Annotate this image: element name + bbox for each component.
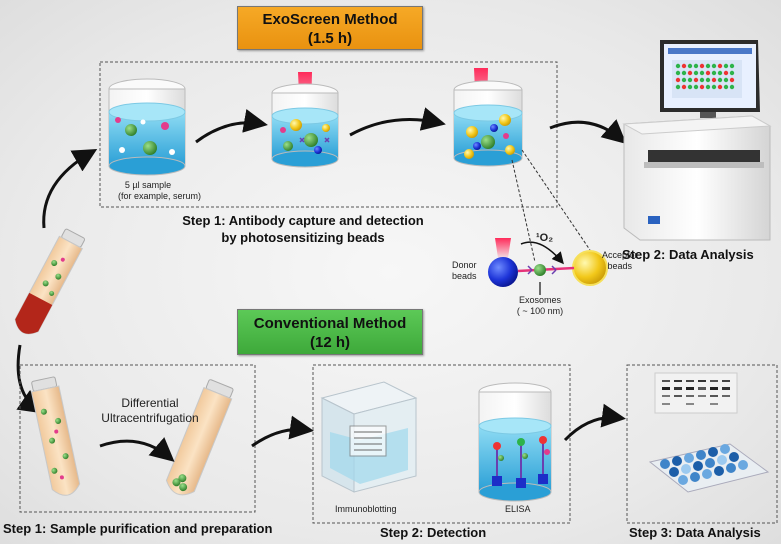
bead-inset — [488, 238, 608, 295]
exo-step2-label: Step 2: Data Analysis — [622, 247, 754, 262]
donor-label-line2: beads — [452, 271, 477, 281]
acceptor-beads-label: Acceptor beads — [602, 250, 638, 272]
purification-tube-1 — [30, 376, 81, 496]
sample-cylinder — [108, 78, 186, 176]
donor-label-line1: Donor — [452, 260, 477, 270]
immunoblotting-label: Immunoblotting — [335, 504, 397, 514]
exo-step1-line1: Step 1: Antibody capture and detection — [182, 213, 424, 228]
exo-step1-frame — [99, 61, 558, 208]
exosomes-label-line2: ( ~ 100 nm) — [516, 306, 564, 316]
elisa-cylinder — [478, 382, 552, 502]
donor-beads-label: Donor beads — [452, 260, 477, 282]
conv-step3-label: Step 3: Data Analysis — [629, 525, 761, 540]
plate-reader-instrument — [622, 40, 772, 241]
purification-tube-2 — [165, 379, 234, 496]
serum-sample-tube — [14, 228, 86, 335]
elisa-label: ELISA — [505, 504, 531, 514]
conventional-time: (12 h) — [309, 334, 350, 351]
exoscreen-time: (1.5 h) — [307, 30, 353, 47]
sample-label-line1: 5 µl sample — [124, 180, 172, 190]
detection-cylinder — [453, 68, 523, 167]
sample-label-line2: (for example, serum) — [118, 191, 202, 201]
conv-step2-frame — [312, 364, 571, 524]
conventional-title: Conventional Method — [253, 315, 407, 332]
conventional-method-box: Conventional Method (12 h) — [237, 309, 423, 355]
western-blot-image — [654, 372, 738, 414]
ultracentrifugation-line2: Ultracentrifugation — [101, 411, 199, 425]
exoscreen-title: ExoScreen Method — [262, 11, 398, 28]
exosomes-label: Exosomes ( ~ 100 nm) — [508, 295, 572, 317]
acceptor-label-line2: beads — [607, 261, 633, 271]
conv-step3-frame — [626, 364, 778, 524]
exoscreen-method-box: ExoScreen Method (1.5 h) — [237, 6, 423, 50]
exosomes-label-line1: Exosomes — [518, 295, 562, 305]
singlet-oxygen-label: ¹O₂ — [536, 232, 554, 244]
exo-step1-line2: by photosensitizing beads — [221, 230, 385, 245]
elisa-plate-image — [648, 443, 770, 493]
ultracentrifugation-line1: Differential — [121, 396, 179, 410]
sample-label: 5 µl sample (for example, serum) — [118, 180, 202, 202]
ultracentrifugation-label: Differential Ultracentrifugation — [90, 396, 210, 426]
exo-step1-label: Step 1: Antibody capture and detection b… — [158, 212, 448, 246]
conv-step1-label: Step 1: Sample purification and preparat… — [3, 521, 273, 536]
conv-step2-label: Step 2: Detection — [380, 525, 487, 540]
immunoblot-tank — [320, 381, 418, 493]
conv-step1-frame — [19, 364, 256, 513]
acceptor-label-line1: Acceptor — [602, 250, 638, 260]
capture-cylinder — [271, 72, 339, 168]
